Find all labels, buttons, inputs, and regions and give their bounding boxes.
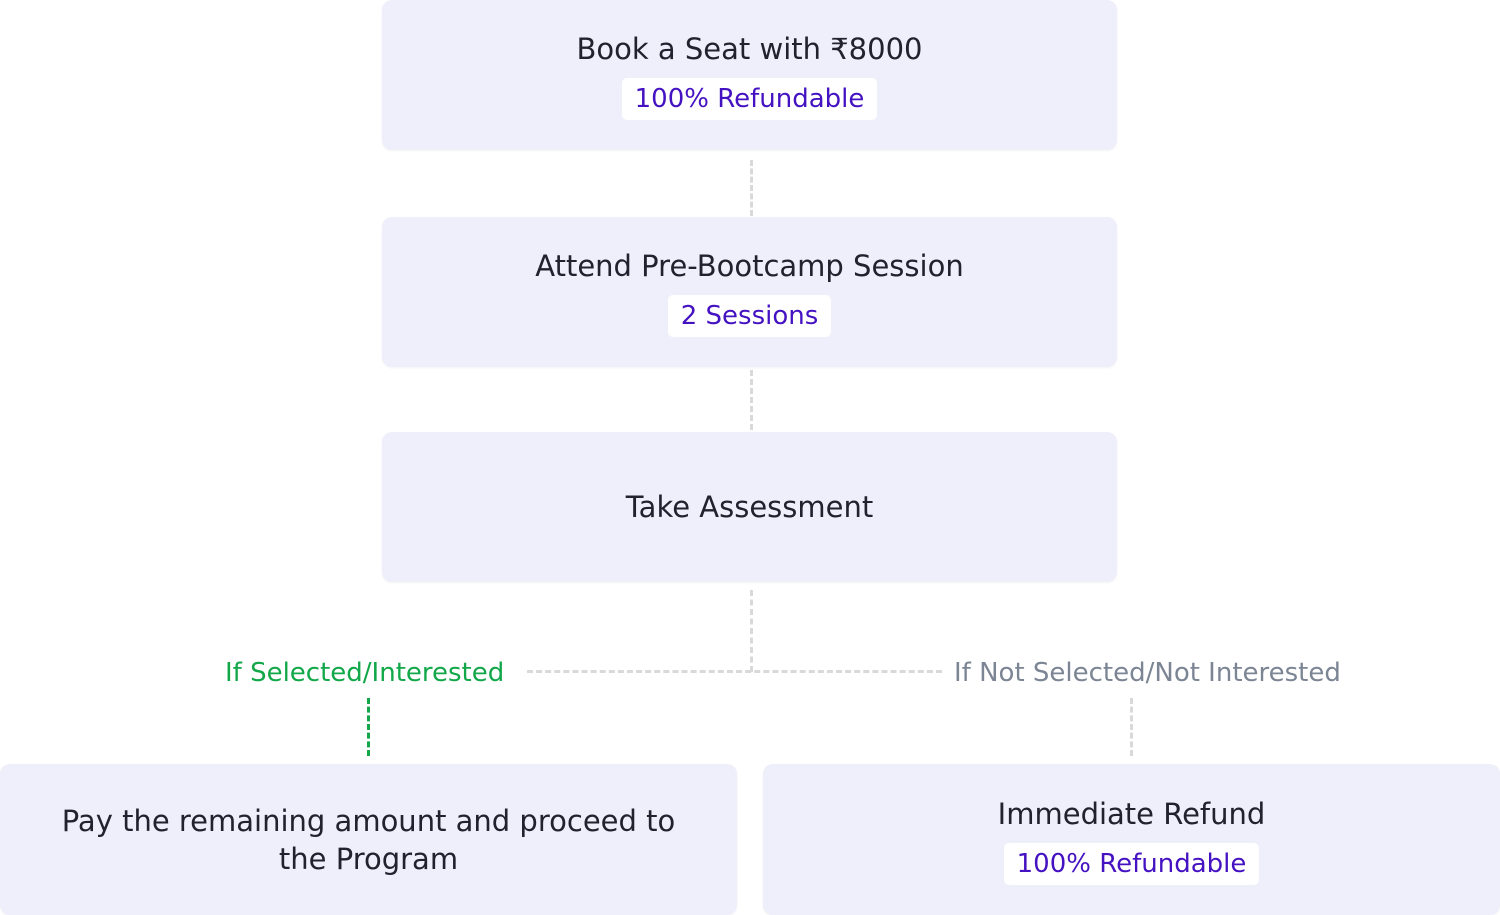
connector [750,370,753,430]
branch-not-selected: Immediate Refund 100% Refundable [763,764,1500,915]
step-title: Book a Seat with ₹8000 [576,32,923,66]
refundable-badge: 100% Refundable [1003,842,1260,885]
not-selected-label: If Not Selected/Not Interested [954,658,1341,688]
branch-title: Immediate Refund [997,796,1266,831]
sessions-badge: 2 Sessions [667,295,832,337]
step-title: Attend Pre-Bootcamp Session [535,249,964,283]
branch-title: Pay the remaining amount and proceed to … [61,803,676,876]
branch-connector [527,670,942,673]
step-assessment: Take Assessment [382,432,1117,582]
connector [750,590,753,672]
step-title: Take Assessment [625,490,874,524]
step-pre-bootcamp: Attend Pre-Bootcamp Session 2 Sessions [382,217,1117,367]
step-book-seat: Book a Seat with ₹8000 100% Refundable [382,0,1117,150]
selected-label: If Selected/Interested [225,658,505,688]
refundable-badge: 100% Refundable [621,78,878,120]
branch-selected: Pay the remaining amount and proceed to … [0,764,737,915]
connector [750,160,753,216]
selected-connector [367,698,370,756]
not-selected-connector [1130,698,1133,756]
